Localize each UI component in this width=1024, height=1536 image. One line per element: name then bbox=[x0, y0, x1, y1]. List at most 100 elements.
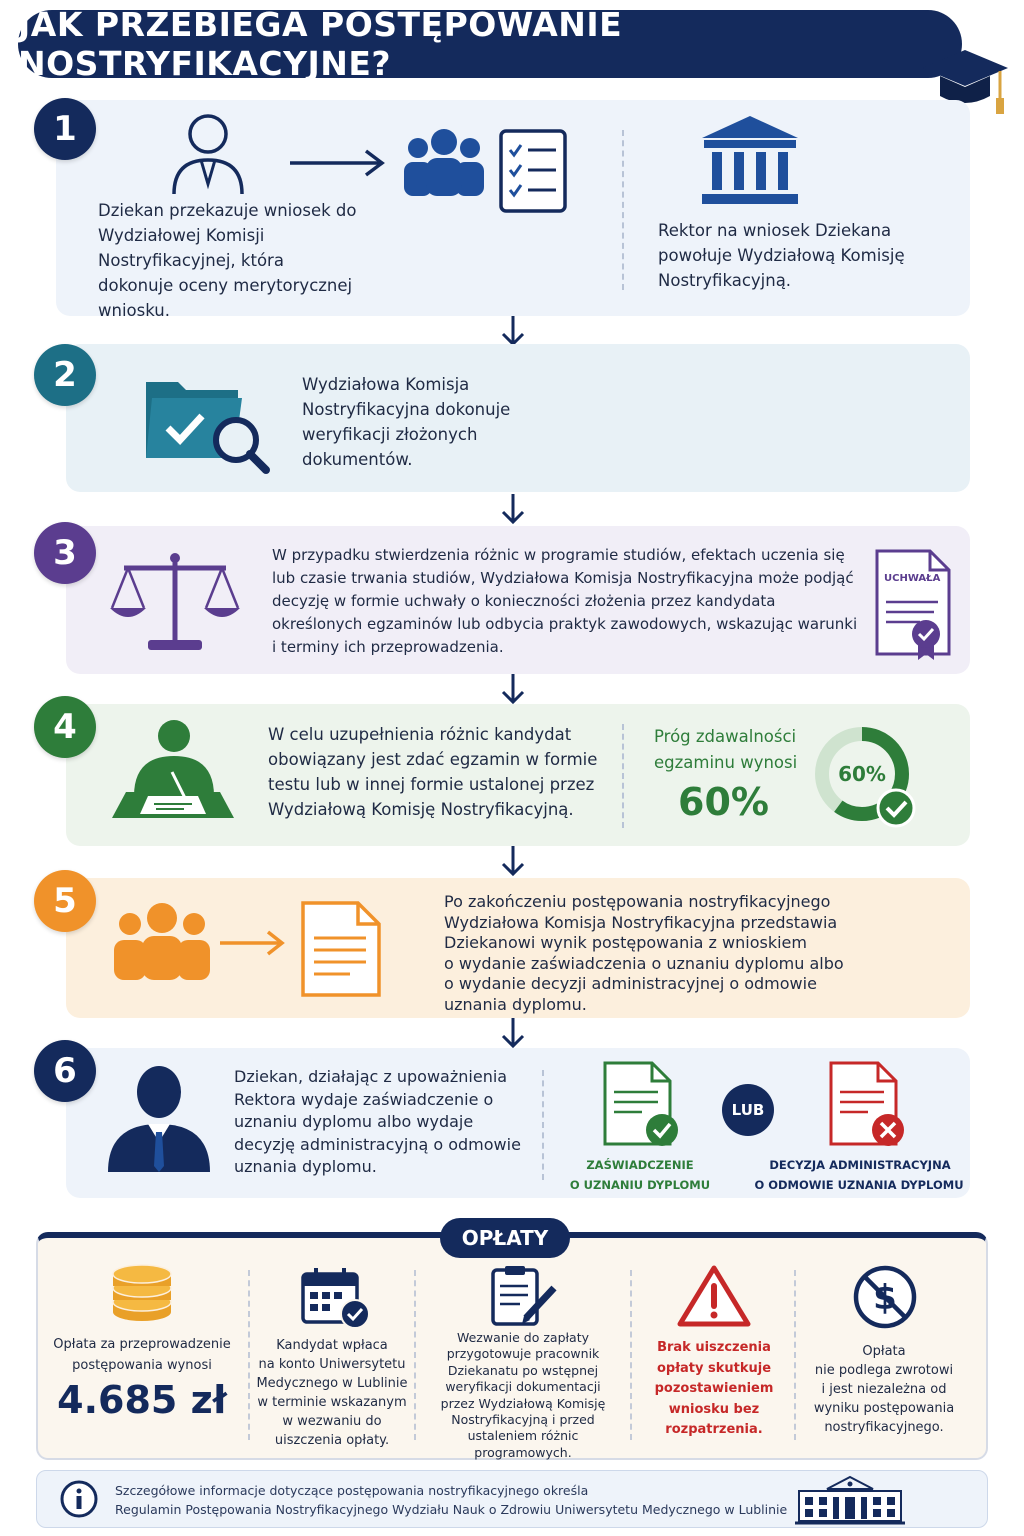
step-5-badge: 5 bbox=[34, 870, 96, 932]
fee-3-line: przygotowuje pracownik bbox=[446, 1346, 600, 1362]
arrow-right-icon bbox=[290, 149, 385, 177]
fee-4-line: opłaty skutkuje bbox=[656, 1360, 772, 1376]
institution-icon bbox=[702, 116, 798, 204]
gauge-label: 60% bbox=[838, 762, 886, 786]
checklist-icon bbox=[499, 129, 567, 213]
down-arrow-icon bbox=[501, 846, 525, 877]
no-refund-icon: $ bbox=[853, 1265, 917, 1329]
exam-writing-icon bbox=[112, 720, 234, 818]
university-building-icon bbox=[795, 1475, 905, 1525]
threshold-label-2: egzaminu wynosi bbox=[654, 753, 798, 772]
option-a-line2: O UZNANIU DYPLOMU bbox=[569, 1178, 711, 1192]
down-arrow-icon bbox=[501, 1018, 525, 1049]
step-1-panel: Dziekan przekazuje wniosek do Wydziałowe… bbox=[56, 100, 970, 320]
or-badge: LUB bbox=[722, 1084, 774, 1136]
info-footer: Szczegółowe informacje dotyczące postępo… bbox=[36, 1470, 988, 1528]
step-3-text: W przypadku stwierdzenia różnic w progra… bbox=[272, 546, 858, 656]
step-5-line: Po zakończeniu postępowania nostryfikacy… bbox=[444, 892, 831, 911]
fee-amount: 4.685 zł bbox=[57, 1378, 227, 1422]
group-icon bbox=[114, 903, 210, 980]
down-arrow-icon bbox=[501, 494, 525, 525]
step-5-text: Po zakończeniu postępowania nostryfikacy… bbox=[444, 892, 944, 1016]
fee-divider bbox=[414, 1270, 416, 1440]
info-line-1: Szczegółowe informacje dotyczące postępo… bbox=[115, 1483, 589, 1498]
fee-4-line: Brak uiszczenia bbox=[657, 1340, 771, 1355]
check-icon bbox=[876, 788, 916, 828]
step-4-panel: W celu uzupełnienia różnic kandydat obow… bbox=[66, 704, 970, 846]
fee-3-line: przez Wydziałową Komisję bbox=[440, 1395, 606, 1411]
fee-3-line: Dziekanatu po wstępnej bbox=[447, 1362, 599, 1378]
fee-4-line: pozostawieniem bbox=[654, 1381, 774, 1397]
document-rejected-icon bbox=[829, 1061, 904, 1146]
fee-3-text: Wezwanie do zapłaty przygotowuje pracown… bbox=[420, 1330, 626, 1461]
step-5-line: Dziekanowi wynik postępowania z wnioskie… bbox=[444, 933, 807, 953]
fee-3-line: ustaleniem różnic bbox=[467, 1428, 579, 1444]
document-approved-icon bbox=[603, 1061, 678, 1146]
step-3-badge: 3 bbox=[34, 522, 96, 584]
fee-3-line: programowych. bbox=[474, 1444, 572, 1460]
graduation-cap-icon bbox=[922, 50, 1008, 114]
fee-2-line: Kandydat wpłaca bbox=[276, 1338, 388, 1353]
step-5-line: o wydanie decyzji administracyjnej o odm… bbox=[444, 974, 817, 994]
step-4-text: W celu uzupełnienia różnic kandydat obow… bbox=[268, 725, 598, 819]
fee-5-line: nie podlega zwrotowi bbox=[814, 1363, 954, 1378]
info-icon bbox=[60, 1480, 98, 1518]
fee-5-line: Opłata bbox=[862, 1344, 906, 1359]
step-5-panel: Po zakończeniu postępowania nostryfikacy… bbox=[66, 878, 970, 1018]
group-icon bbox=[404, 129, 484, 196]
info-text: Szczegółowe informacje dotyczące postępo… bbox=[115, 1481, 787, 1519]
coins-icon bbox=[112, 1264, 172, 1321]
resolution-label: UCHWAŁA bbox=[884, 573, 941, 584]
step-6-panel: Dziekan, działając z upoważnienia Rektor… bbox=[66, 1048, 970, 1198]
down-arrow-icon bbox=[501, 674, 525, 705]
option-b-line2: O ODMOWIE UZNANIA DYPLOMU bbox=[754, 1178, 964, 1192]
step-5-line: o wydanie zaświadczenia o uznaniu dyplom… bbox=[444, 953, 844, 973]
fees-heading: OPŁATY bbox=[440, 1218, 570, 1258]
step-1-text-left: Dziekan przekazuje wniosek do Wydziałowe… bbox=[98, 201, 357, 320]
arrow-right-icon bbox=[220, 930, 285, 956]
fee-2-text: Kandydat wpłaca na konto Uniwersytetu Me… bbox=[254, 1336, 410, 1450]
fee-2-line: Medycznego w Lublinie bbox=[256, 1376, 408, 1391]
fee-5-line: nostryfikacyjnego. bbox=[824, 1420, 944, 1435]
step-6-text: Dziekan, działając z upoważnienia Rektor… bbox=[234, 1067, 521, 1176]
clipboard-pen-icon bbox=[491, 1266, 557, 1326]
option-b-line1: DECYZJA ADMINISTRACYJNA bbox=[769, 1158, 951, 1172]
person-suit-icon bbox=[108, 1066, 210, 1172]
fee-5-text: Opłata nie podlega zwrotowi i jest nieza… bbox=[800, 1342, 968, 1437]
calendar-check-icon bbox=[301, 1268, 370, 1329]
fee-4-line: rozpatrzenia. bbox=[665, 1422, 763, 1438]
step-1-badge: 1 bbox=[34, 98, 96, 160]
step-5-line: Wydziałowa Komisja Nostryfikacyjna przed… bbox=[444, 912, 838, 932]
step-2-badge: 2 bbox=[34, 344, 96, 406]
option-a-line1: ZAŚWIADCZENIE bbox=[586, 1158, 694, 1172]
down-arrow-icon bbox=[501, 316, 525, 347]
fee-2-line: w wezwaniu do bbox=[282, 1414, 382, 1429]
fee-divider bbox=[248, 1270, 250, 1440]
step-2-text: Wydziałowa Komisja Nostryfikacyjna dokon… bbox=[302, 375, 511, 469]
fee-divider bbox=[630, 1270, 632, 1440]
fee-4-text: Brak uiszczenia opłaty skutkuje pozostaw… bbox=[636, 1338, 792, 1441]
threshold-label-1: Próg zdawalności bbox=[654, 727, 797, 746]
step-6-divider bbox=[542, 1070, 544, 1180]
folder-search-icon bbox=[146, 382, 270, 474]
fee-3-line: Nostryfikacyjną i przed bbox=[451, 1412, 595, 1428]
fee-3-line: weryfikacji dokumentacji bbox=[445, 1379, 601, 1395]
step-1-divider bbox=[622, 130, 624, 290]
step-3-panel: W przypadku stwierdzenia różnic w progra… bbox=[66, 526, 970, 674]
step-1-text-right: Rektor na wniosek Dziekana powołuje Wydz… bbox=[658, 221, 905, 290]
fee-1-line: postępowania wynosi bbox=[72, 1358, 212, 1373]
fee-5-line: i jest niezależna od bbox=[821, 1382, 947, 1397]
page-title: JAK PRZEBIEGA POSTĘPOWANIE NOSTRYFIKACYJ… bbox=[18, 5, 623, 83]
step-4-badge: 4 bbox=[34, 696, 96, 758]
resolution-document-icon: UCHWAŁA bbox=[874, 548, 952, 662]
fee-2-line: na konto Uniwersytetu bbox=[258, 1357, 406, 1372]
fee-1-text: Opłata za przeprowadzenie postępowania w… bbox=[44, 1334, 240, 1376]
fee-4-line: wniosku bez bbox=[668, 1401, 760, 1417]
fee-1-line: Opłata za przeprowadzenie bbox=[53, 1337, 231, 1352]
document-icon bbox=[301, 901, 381, 997]
fee-2-line: w terminie wskazanym bbox=[257, 1395, 407, 1410]
person-icon bbox=[172, 114, 244, 195]
step-2-panel: Wydziałowa Komisja Nostryfikacyjna dokon… bbox=[66, 344, 970, 492]
threshold-value: 60% bbox=[678, 780, 769, 824]
info-line-2: Regulamin Postępowania Nostryfikacyjnego… bbox=[115, 1502, 788, 1517]
